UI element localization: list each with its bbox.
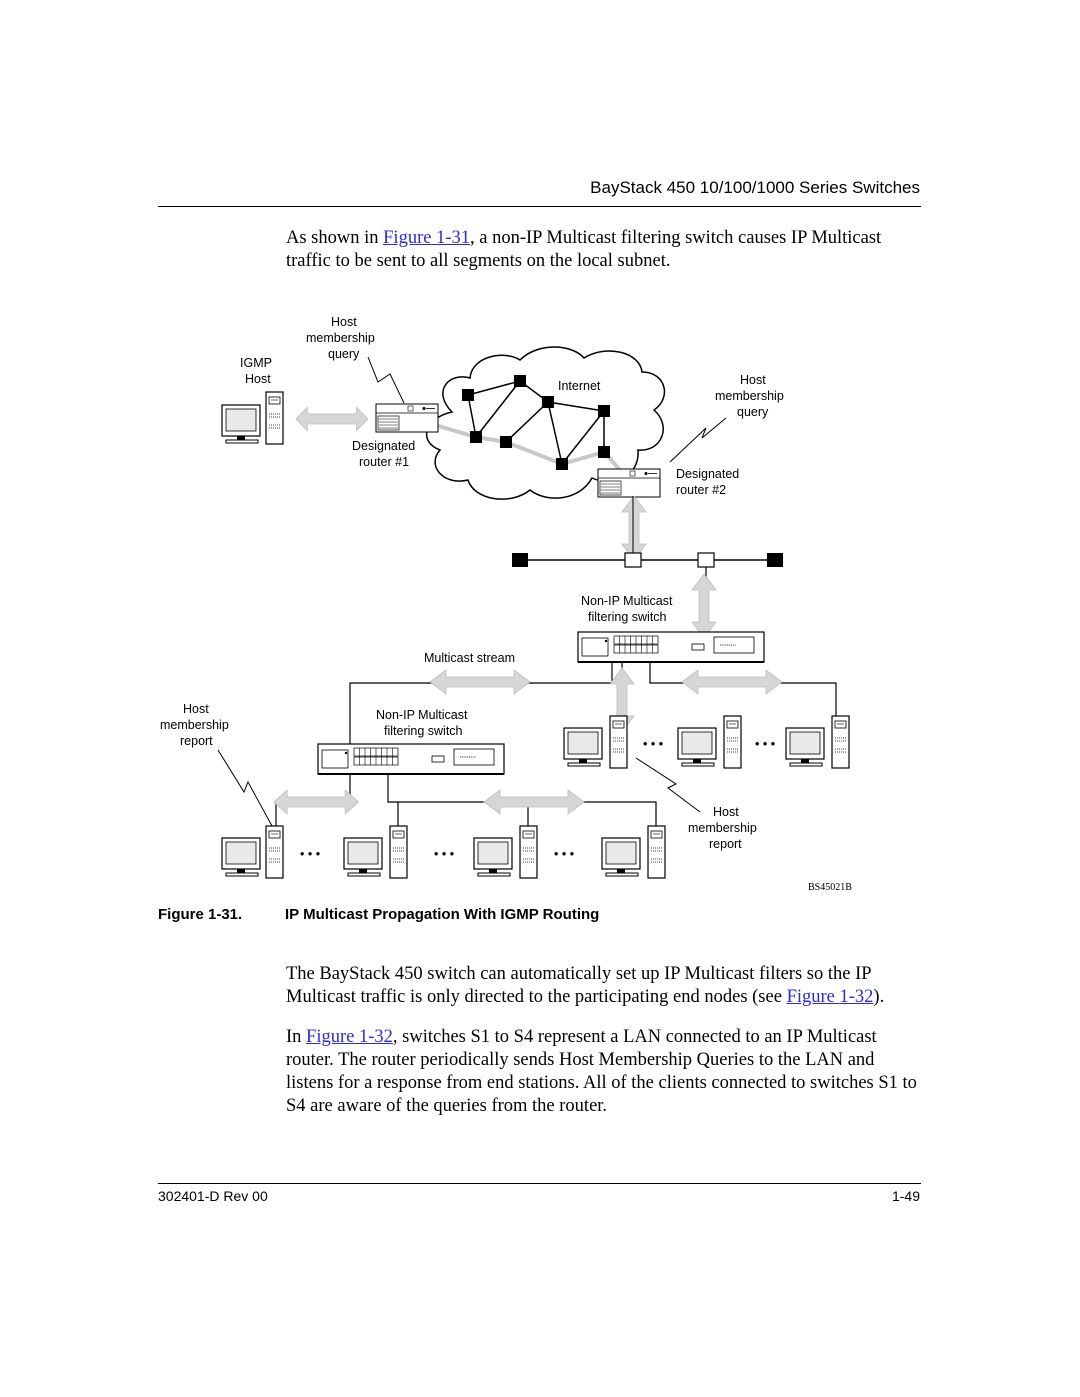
report-left-lightning (217, 749, 273, 827)
host-tower-b2 (389, 825, 408, 879)
query-right-label-3: query (737, 405, 769, 419)
igmp-host-label: Host (245, 372, 271, 386)
multicast-stream-label: Multicast stream (424, 651, 515, 665)
left-stream-arrow-2 (483, 789, 585, 815)
nonip-switch-right-label-2: filtering switch (588, 610, 667, 624)
caption-title: IP Multicast Propagation With IGMP Routi… (285, 906, 600, 923)
host-tower-b1 (265, 825, 284, 879)
report-left-label-2: membership (160, 718, 229, 732)
header-rule (158, 206, 921, 207)
footer-page-number: 1-49 (891, 1188, 920, 1204)
para1-text-after: , a non-IP Multicast filtering switch ca… (286, 228, 882, 271)
stream-arrow-2 (681, 669, 783, 695)
para3-text-after: , switches S1 to S4 represent a LAN conn… (286, 1027, 917, 1116)
nonip-switch-left-label-2: filtering switch (384, 724, 463, 738)
para2-text-after: ). (873, 987, 885, 1007)
footer-rule (158, 1183, 921, 1184)
host-tower-r2 (723, 715, 742, 769)
host-tower-b4 (647, 825, 666, 879)
designated-router-1 (375, 403, 439, 433)
caption-label: Figure 1-31. (158, 906, 243, 923)
figure-1-32-link-2[interactable]: Figure 1-32 (306, 1027, 393, 1047)
host-pc-b2 (343, 837, 383, 877)
host-pc-r2 (677, 727, 717, 767)
designated-router-2-label-2: router #2 (676, 483, 726, 497)
report-left-label-3: report (180, 734, 213, 748)
igmp-host-tower (265, 391, 284, 445)
report-right-label-1: Host (713, 805, 739, 819)
internet-routers (462, 375, 610, 470)
router2-lan-arrow (621, 495, 647, 561)
nonip-switch-right (577, 631, 765, 663)
internet-label: Internet (558, 379, 601, 393)
figure-id: BS45021B (808, 882, 852, 893)
report-right-lightning (635, 757, 701, 813)
ip-multicast-propagation-figure: Internet Designated router #1 Designated… (160, 315, 852, 893)
host-pc-b1 (221, 837, 261, 877)
nonip-switch-right-label-1: Non-IP Multicast (581, 594, 673, 608)
lan-paragraph: In Figure 1-32, switches S1 to S4 repres… (286, 1026, 926, 1118)
designated-router-1-label-2: router #1 (359, 455, 409, 469)
para1-text-before: As shown in (286, 228, 384, 248)
footer-doc-number: 302401-D Rev 00 (158, 1188, 268, 1204)
host-pc-b4 (601, 837, 641, 877)
query-top-label-2: membership (306, 331, 375, 345)
ellipsis-b2: • • • (434, 847, 454, 861)
para2-text-before: The BayStack 450 switch can automaticall… (286, 964, 871, 1007)
igmp-label: IGMP (240, 356, 272, 370)
host-pc-r1 (563, 727, 603, 767)
router1-host-arrow (295, 406, 369, 432)
figure-caption: Figure 1-31. IP Multicast Propagation Wit… (158, 906, 599, 923)
host-tower-r3 (831, 715, 850, 769)
lan-node-2 (624, 552, 642, 568)
host-tower-b3 (519, 825, 538, 879)
query-top-label-1: Host (331, 315, 357, 329)
ellipsis-b3: • • • (554, 847, 574, 861)
figure-1-31-link[interactable]: Figure 1-31 (383, 228, 470, 248)
stream-arrow-1 (429, 669, 531, 695)
query-top-lightning (367, 356, 405, 404)
internet-cloud (425, 346, 666, 500)
host-tower-r1 (609, 715, 628, 769)
figure-1-32-link[interactable]: Figure 1-32 (786, 987, 874, 1007)
lan-node-3 (697, 552, 715, 568)
ellipsis-r2: • • • (755, 737, 775, 751)
nonip-switch-left-label-1: Non-IP Multicast (376, 708, 468, 722)
para3-text-before: In (286, 1027, 307, 1047)
query-top-label-3: query (328, 347, 360, 361)
report-right-label-3: report (709, 837, 742, 851)
left-stream-arrow-1 (273, 789, 360, 815)
host-pc-r3 (785, 727, 825, 767)
designated-router-1-label-1: Designated (352, 439, 415, 453)
lan-node-4 (767, 553, 783, 567)
designated-router-2-label-1: Designated (676, 467, 739, 481)
igmp-host-pc (221, 404, 261, 444)
query-right-lightning (669, 417, 727, 463)
designated-router-2 (597, 468, 661, 498)
filters-paragraph: The BayStack 450 switch can automaticall… (286, 963, 926, 1009)
nonip-switch-left (317, 743, 505, 775)
host-pc-b3 (473, 837, 513, 877)
running-header: BayStack 450 10/100/1000 Series Switches (590, 178, 920, 197)
lan-node-1 (512, 553, 528, 567)
switch-uplink-arrow (691, 573, 717, 639)
intro-paragraph: As shown in Figure 1-31, a non-IP Multic… (286, 227, 926, 273)
query-right-label-1: Host (740, 373, 766, 387)
query-right-label-2: membership (715, 389, 784, 403)
report-right-label-2: membership (688, 821, 757, 835)
report-left-label-1: Host (183, 702, 209, 716)
ellipsis-b1: • • • (300, 847, 320, 861)
ellipsis-r1: • • • (643, 737, 663, 751)
